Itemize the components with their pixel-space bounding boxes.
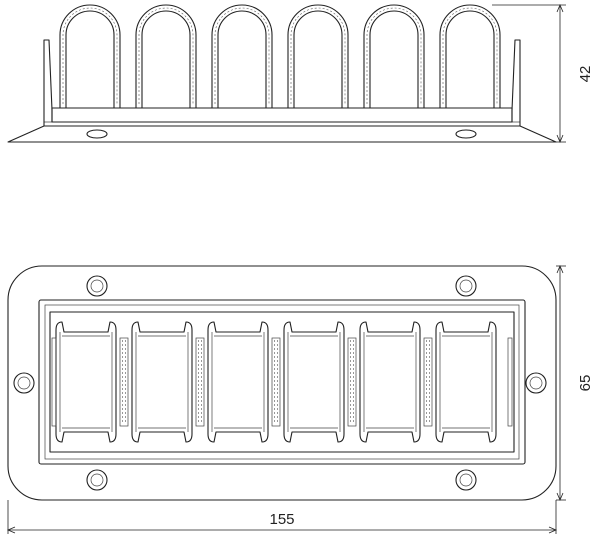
side-view xyxy=(7,4,557,143)
loop-outer-edge xyxy=(135,4,197,109)
loop-outer-edge xyxy=(363,4,425,109)
dimension-arrow-bottom xyxy=(556,492,564,502)
side-view-height-dimension: 42 xyxy=(492,3,594,144)
side-view-base-strip xyxy=(51,107,513,123)
side-view-loop xyxy=(59,4,121,109)
loop-inner-edge xyxy=(293,10,343,109)
side-view-left-end-post xyxy=(43,39,53,127)
loop-outer-edge xyxy=(439,4,501,109)
mount-hole xyxy=(455,469,477,491)
dimension-arrow-top xyxy=(556,3,564,13)
top-view-inner-frame-inset xyxy=(44,304,520,460)
loop-hidden-line xyxy=(214,7,270,104)
dimension-label-width: 155 xyxy=(269,511,294,528)
loop-inner-edge xyxy=(65,10,115,109)
side-view-loop xyxy=(135,4,197,109)
top-view-inner-frame xyxy=(38,299,526,465)
loop-inner-edge xyxy=(141,10,191,109)
top-view-width-dimension: 155 xyxy=(6,500,558,534)
top-view-cell xyxy=(207,321,281,443)
top-view-cell xyxy=(359,321,433,443)
mount-hole xyxy=(455,275,477,297)
loop-hidden-line xyxy=(442,7,498,104)
cell-end-strip-left xyxy=(51,337,57,427)
side-view-mount-hole-left xyxy=(86,129,108,139)
top-view-cell xyxy=(131,321,205,443)
dimension-arrow-top xyxy=(556,264,564,274)
side-view-loops xyxy=(59,4,501,109)
loop-hidden-line xyxy=(366,7,422,104)
dimension-label-height-top: 65 xyxy=(577,375,594,392)
cell-end-strip-right xyxy=(507,337,513,427)
side-view-flange xyxy=(7,125,557,143)
top-view-cell xyxy=(55,321,129,443)
cell-outline xyxy=(435,321,497,443)
loop-hidden-line xyxy=(290,7,346,104)
mount-hole xyxy=(525,372,547,394)
top-view-cells xyxy=(51,321,513,443)
cell-separator xyxy=(119,337,129,427)
side-view-loop xyxy=(287,4,349,109)
mount-hole xyxy=(86,469,108,491)
loop-outer-edge xyxy=(211,4,273,109)
dimension-label-height-side: 42 xyxy=(577,66,594,83)
mount-hole xyxy=(13,372,35,394)
loop-inner-edge xyxy=(217,10,267,109)
dimension-arrow-right xyxy=(548,526,558,534)
cell-outline xyxy=(207,321,269,443)
mount-hole xyxy=(86,275,108,297)
loop-outer-edge xyxy=(59,4,121,109)
side-view-right-end-post xyxy=(511,39,521,127)
top-view-height-dimension: 65 xyxy=(556,264,594,502)
loop-inner-edge xyxy=(369,10,419,109)
top-view-cell xyxy=(435,321,497,443)
loop-inner-edge xyxy=(445,10,495,109)
side-view-loop xyxy=(439,4,501,109)
top-view xyxy=(7,265,557,501)
dimension-arrow-bottom xyxy=(556,134,564,144)
cell-outline xyxy=(131,321,193,443)
cell-separator xyxy=(347,337,357,427)
loop-hidden-line xyxy=(138,7,194,104)
cell-separator xyxy=(271,337,281,427)
top-view-outer-frame xyxy=(7,265,557,501)
cell-outline xyxy=(55,321,117,443)
side-view-loop xyxy=(211,4,273,109)
side-view-loop xyxy=(363,4,425,109)
cell-separator xyxy=(195,337,205,427)
cell-separator xyxy=(423,337,433,427)
cell-outline xyxy=(283,321,345,443)
side-view-mount-hole-right xyxy=(455,129,477,139)
dimension-arrow-left xyxy=(6,526,16,534)
top-view-housing-body xyxy=(49,311,515,453)
top-view-cell xyxy=(283,321,357,443)
loop-hidden-line xyxy=(62,7,118,104)
loop-outer-edge xyxy=(287,4,349,109)
cell-outline xyxy=(359,321,421,443)
